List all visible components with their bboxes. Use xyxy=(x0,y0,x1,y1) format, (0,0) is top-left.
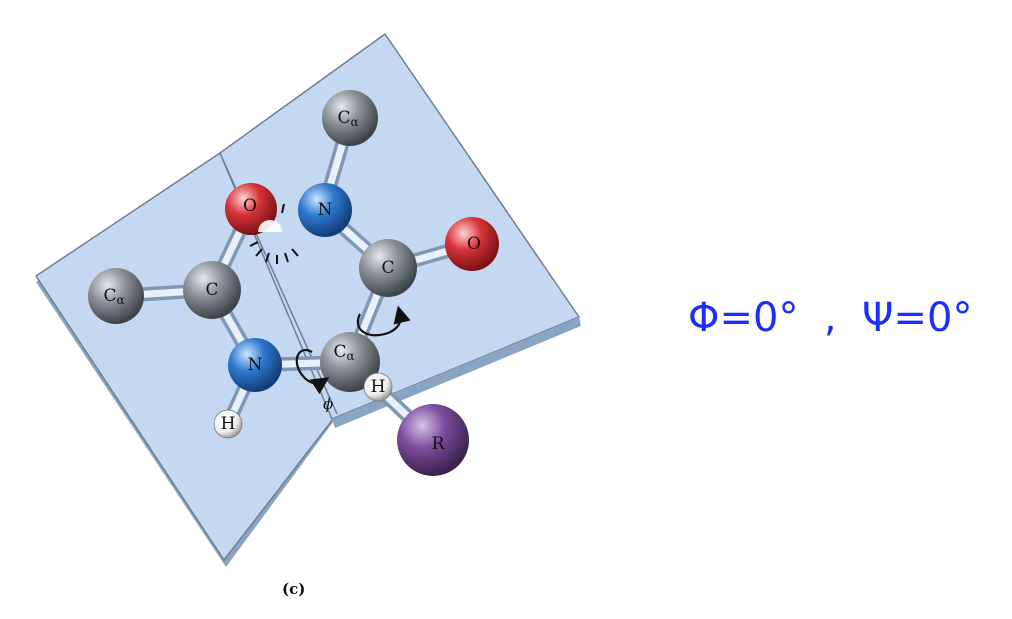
svg-text:R: R xyxy=(432,434,446,454)
svg-text:N: N xyxy=(318,200,333,220)
dihedral-angles-label: Φ=0° , Ψ=0° xyxy=(688,295,973,341)
svg-text:Cα: Cα xyxy=(337,108,358,129)
atom-hydrogen-center: H xyxy=(363,372,393,402)
psi-rotation-arrow xyxy=(356,305,411,337)
svg-text:O: O xyxy=(243,196,257,216)
atom-calpha-center: Cα xyxy=(320,332,380,392)
atom-nitrogen-bottom: N xyxy=(228,338,282,392)
svg-text:Cα: Cα xyxy=(103,286,124,307)
svg-text:Cα: Cα xyxy=(333,342,354,363)
phi-symbol: ϕ xyxy=(323,395,333,413)
figure-caption: (c) xyxy=(282,580,306,598)
atom-calpha-left: Cα xyxy=(88,268,144,324)
atom-hydrogen-bottom: H xyxy=(213,409,243,439)
svg-text:C: C xyxy=(205,280,218,300)
atom-carbon-right: C xyxy=(359,239,417,297)
atom-oxygen-top: O xyxy=(225,183,282,235)
phi-rotation-arrow xyxy=(295,349,330,395)
atom-calpha-top: Cα xyxy=(322,90,378,146)
atom-oxygen-right: O xyxy=(445,217,499,271)
svg-text:N: N xyxy=(248,355,263,375)
atom-carbon-left: C xyxy=(183,261,241,319)
atom-r-group: R xyxy=(397,404,469,476)
svg-text:O: O xyxy=(467,234,481,254)
svg-text:H: H xyxy=(221,414,236,434)
svg-text:C: C xyxy=(381,258,394,278)
atom-nitrogen-top: N xyxy=(298,183,352,237)
svg-text:H: H xyxy=(371,377,386,397)
